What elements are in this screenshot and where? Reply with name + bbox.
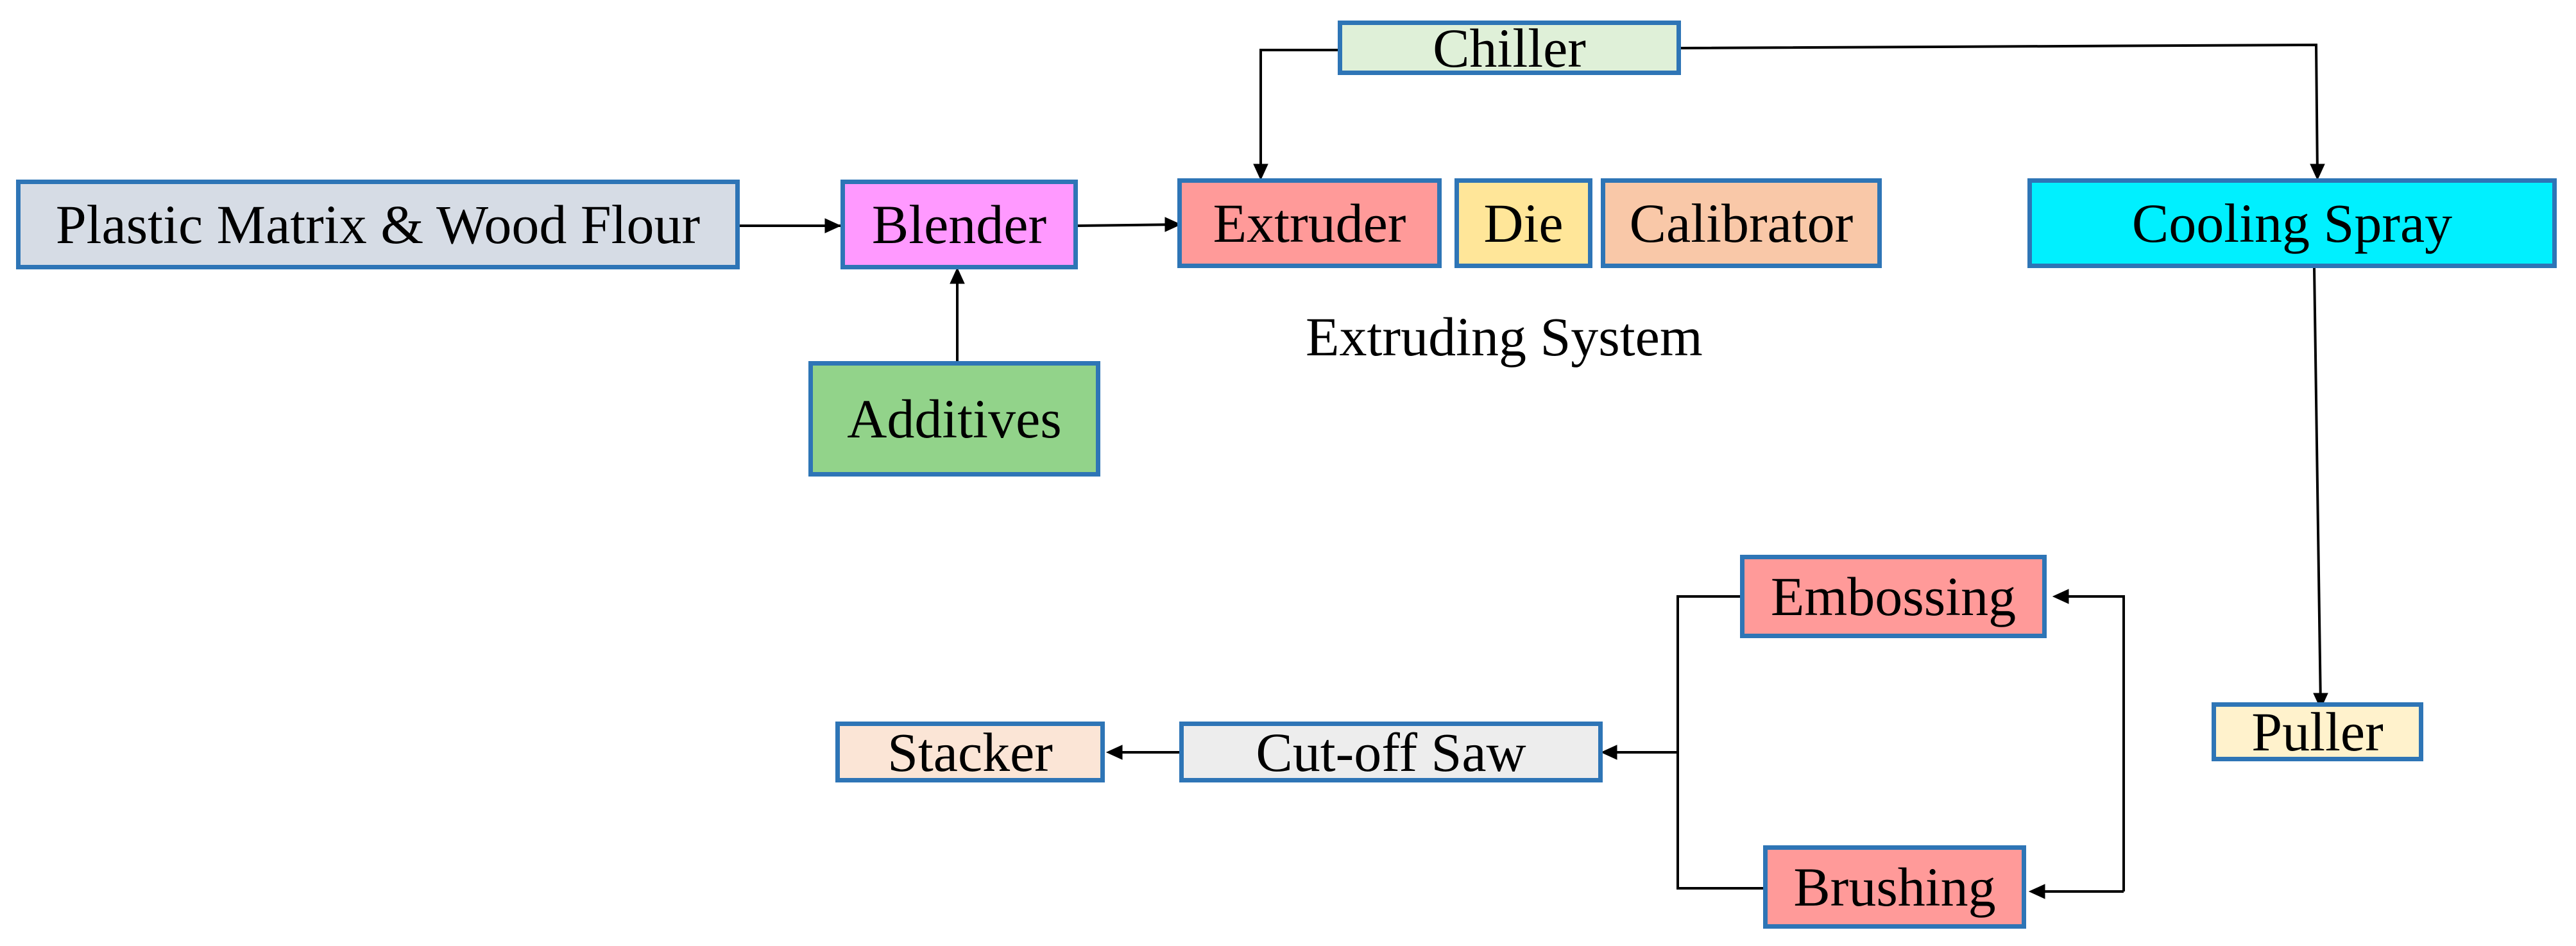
calibrator-box: Calibrator [1601,178,1882,268]
arrowhead-into-brushing [2028,884,2045,899]
stacker-box: Stacker [835,721,1105,783]
extruder-box: Extruder [1177,178,1442,268]
cooling-spray-box: Cooling Spray [2027,178,2557,268]
cut-off-saw-box: Cut-off Saw [1179,721,1603,783]
arrowhead-into-embossing [2052,589,2069,604]
extruding-system-caption: Extruding System [1306,306,1703,367]
additives-box: Additives [808,361,1100,477]
stacker-label: Stacker [887,721,1053,783]
plastic-matrix-wood-flour-label: Plastic Matrix & Wood Flour [55,194,701,255]
connector-blender-to-extruder [1076,223,1178,227]
connector-embossing-to-cutoff [1676,595,1766,890]
extruder-label: Extruder [1213,192,1406,254]
die-label: Die [1483,192,1564,254]
blender-box: Blender [840,180,1078,269]
calibrator-label: Calibrator [1629,192,1854,254]
arrowhead-into-cooling [2310,164,2325,181]
cut-off-saw-label: Cut-off Saw [1256,721,1526,783]
embossing-label: Embossing [1770,566,2017,627]
cooling-spray-label: Cooling Spray [2131,192,2453,254]
brushing-label: Brushing [1793,856,1996,918]
arrowhead-into-puller [2313,693,2328,710]
puller-label: Puller [2251,701,2384,763]
additives-label: Additives [847,388,1062,450]
blender-label: Blender [871,194,1047,255]
connector-loop-to-embossing [2060,595,2125,891]
embossing-box: Embossing [1740,555,2047,638]
connector-chiller-to-extruder [1259,49,1339,176]
puller-box: Puller [2212,701,2423,763]
chiller-box: Chiller [1338,17,1681,79]
arrowhead-into-extruder [1164,217,1182,232]
arrowhead-into-blender-from-additives [950,267,965,284]
arrowhead-into-stacker [1105,745,1123,760]
arrowhead-into-extruder-from-chiller [1253,164,1268,181]
chiller-label: Chiller [1433,17,1586,79]
connector-cooling-to-puller [2313,267,2322,706]
arrowhead-into-blender [824,218,842,233]
brushing-box: Brushing [1763,845,2026,929]
connector-chiller-to-cooling [1678,43,2319,177]
arrowhead-into-cutoff [1600,745,1617,760]
plastic-matrix-wood-flour-box: Plastic Matrix & Wood Flour [16,180,740,269]
die-box: Die [1454,178,1592,268]
